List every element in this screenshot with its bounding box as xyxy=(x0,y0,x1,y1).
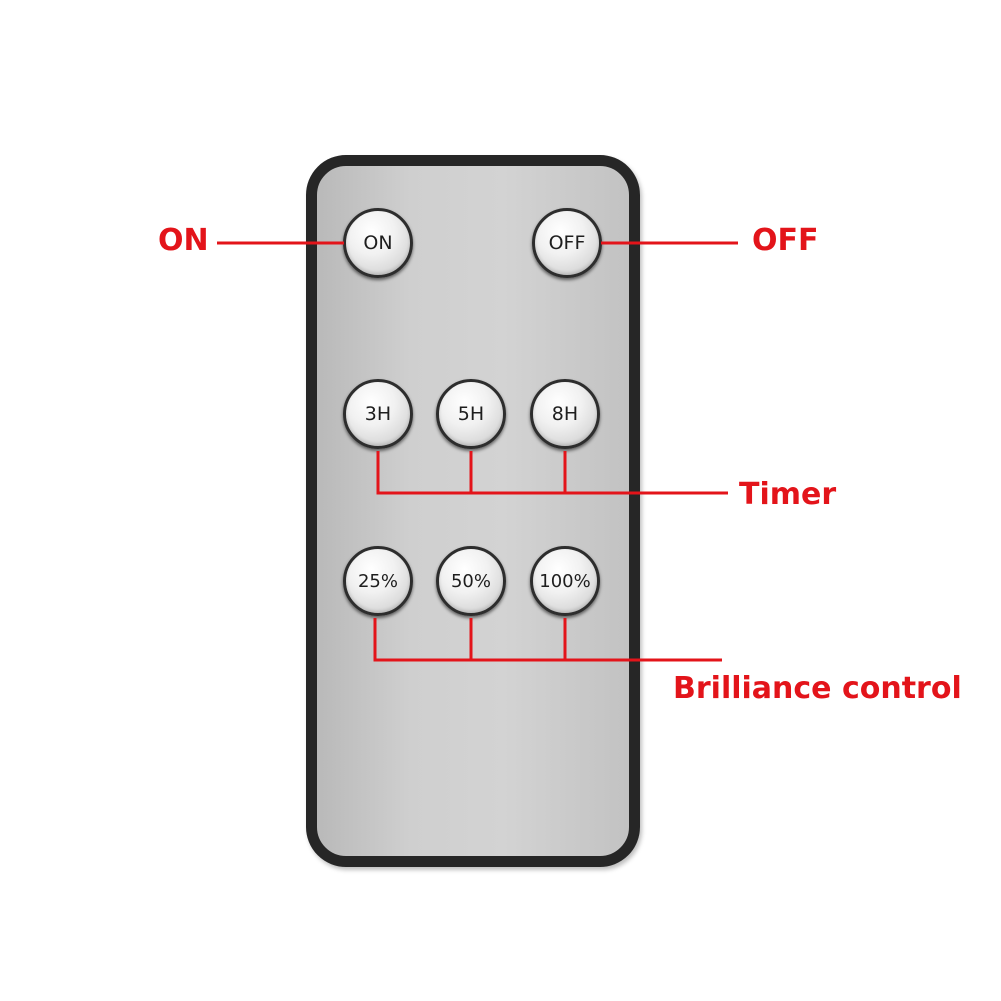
timer-8h-button[interactable]: 8H xyxy=(530,379,600,449)
brightness-25-button[interactable]: 25% xyxy=(343,546,413,616)
timer-5h-button[interactable]: 5H xyxy=(436,379,506,449)
brilliance-callout-label: Brilliance control xyxy=(673,671,962,706)
timer-3h-button[interactable]: 3H xyxy=(343,379,413,449)
brightness-50-button[interactable]: 50% xyxy=(436,546,506,616)
on-callout-label: ON xyxy=(158,223,209,258)
on-button[interactable]: ON xyxy=(343,208,413,278)
brightness-100-button[interactable]: 100% xyxy=(530,546,600,616)
off-button[interactable]: OFF xyxy=(532,208,602,278)
off-callout-label: OFF xyxy=(752,223,819,258)
timer-callout-label: Timer xyxy=(739,477,837,512)
